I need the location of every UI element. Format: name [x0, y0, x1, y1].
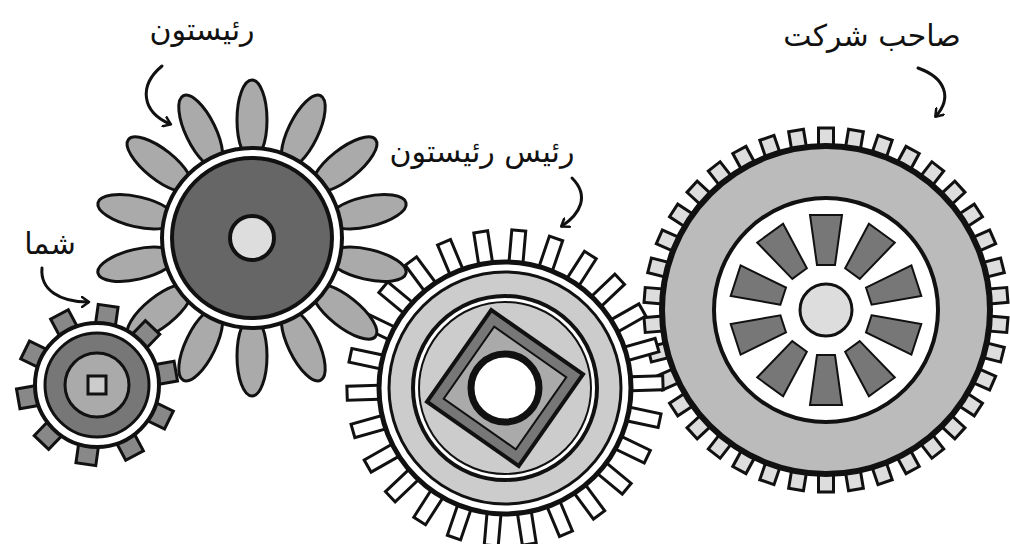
- gear-spoke: [840, 224, 895, 283]
- gear-spoke: [864, 265, 921, 311]
- gear-label: رئیس رئیستون: [390, 134, 575, 170]
- gear-part: [379, 262, 631, 514]
- gear-label: صاحب شرکت: [783, 18, 961, 54]
- gear-part: [800, 284, 852, 336]
- gear-part: [413, 296, 597, 480]
- leader-arrow: [42, 268, 88, 302]
- gear-spoke: [864, 309, 921, 355]
- gear-hub: [427, 310, 583, 466]
- gear-part: [65, 353, 129, 417]
- gear-part: [471, 354, 539, 422]
- owner-gear: [644, 128, 1008, 492]
- leader-arrows: [42, 66, 945, 302]
- leader-arrow: [918, 68, 945, 116]
- gear-hub: [88, 376, 106, 394]
- gear-part: [172, 158, 332, 318]
- leader-arrow: [562, 178, 581, 226]
- leader-arrow: [146, 66, 170, 124]
- gear-spoke: [731, 265, 788, 311]
- gear-hub: [444, 327, 567, 450]
- gear-spoke: [731, 309, 788, 355]
- gear-label: رئیستون: [149, 12, 254, 48]
- gear-part: [662, 146, 990, 474]
- gear-part: [162, 148, 342, 328]
- gear-spoke: [757, 337, 812, 396]
- gear-part: [45, 333, 149, 437]
- gear-label: شما: [24, 226, 76, 262]
- you-gear: [16, 304, 177, 465]
- gear-part: [419, 302, 591, 474]
- gear-spoke: [840, 337, 895, 396]
- gear-spoke: [810, 355, 842, 405]
- gear-part: [714, 198, 938, 422]
- gear-group: [16, 80, 1008, 544]
- gear-spoke: [757, 224, 812, 283]
- gear-spoke: [810, 215, 842, 265]
- gear-part: [230, 216, 274, 260]
- gear-part: [35, 323, 159, 447]
- gear-part: [389, 272, 621, 504]
